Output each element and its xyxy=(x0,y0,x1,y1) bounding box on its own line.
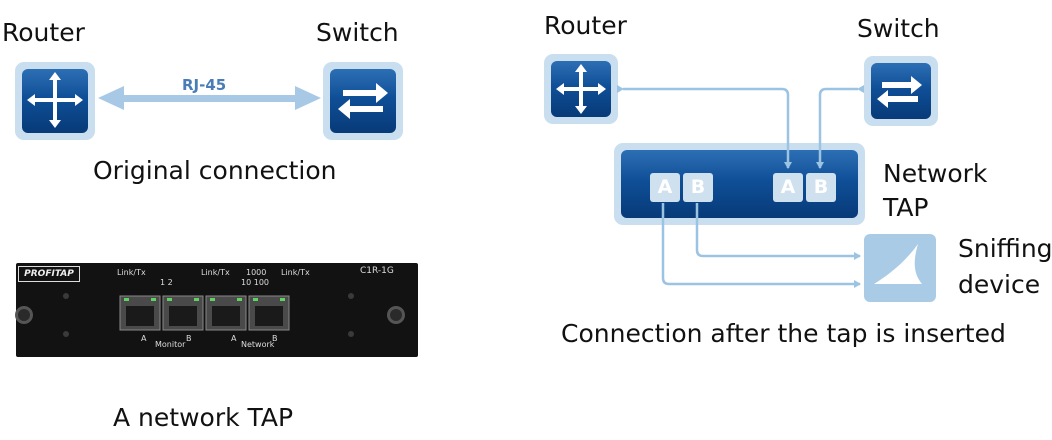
tap-group-a1: A xyxy=(141,334,147,343)
tap-port-label-3: Link/Tx xyxy=(201,268,230,277)
left-caption: Original connection xyxy=(93,156,337,185)
tap-label-line2: TAP xyxy=(883,193,929,222)
left-switch-icon xyxy=(323,62,403,140)
right-switch-glyph xyxy=(877,76,922,108)
tap-port-a-right: A xyxy=(773,173,803,202)
tap-port-label-5: 10 100 xyxy=(241,278,269,287)
sniffer-label-line2: device xyxy=(958,270,1041,299)
tap-port-label-4: 1000 xyxy=(246,268,267,277)
tap-port-label-2: 1 2 xyxy=(160,278,173,287)
rj45-link-arrow xyxy=(98,86,321,110)
rj45-label: RJ-45 xyxy=(182,76,227,94)
tap-group-b1: B xyxy=(186,334,192,343)
shark-fin-glyph xyxy=(874,244,922,284)
left-switch-label: Switch xyxy=(316,18,399,47)
tap-port-label-1: Link/Tx xyxy=(117,268,146,277)
sniffer-label-line1: Sniffing xyxy=(958,234,1052,263)
tap-model-label: C1R-1G xyxy=(360,266,394,276)
tap-group-monitor: Monitor xyxy=(155,340,186,349)
right-switch-icon xyxy=(864,56,938,126)
tap-connection-lines xyxy=(617,85,864,288)
tap-photo-details xyxy=(15,293,405,337)
tap-group-b2: B xyxy=(272,334,278,343)
right-router-label: Router xyxy=(544,11,627,40)
tap-port-b-right: B xyxy=(806,173,836,202)
tap-group-a2: A xyxy=(231,334,237,343)
tap-port-b-left: B xyxy=(683,173,713,202)
tap-brand-logo: PROFITAP xyxy=(18,266,80,282)
tap-port-label-6: Link/Tx xyxy=(281,268,310,277)
tap-port-a-left: A xyxy=(650,173,680,202)
right-router-glyph xyxy=(556,64,606,114)
right-switch-label: Switch xyxy=(857,14,940,43)
right-caption: Connection after the tap is inserted xyxy=(561,319,1006,348)
left-router-label: Router xyxy=(2,18,85,47)
tap-label-line1: Network xyxy=(883,159,988,188)
tap-group-network: Network xyxy=(241,340,275,349)
tap-photo-caption: A network TAP xyxy=(113,403,294,432)
left-switch-glyph xyxy=(338,83,388,119)
left-router-glyph xyxy=(27,72,83,128)
